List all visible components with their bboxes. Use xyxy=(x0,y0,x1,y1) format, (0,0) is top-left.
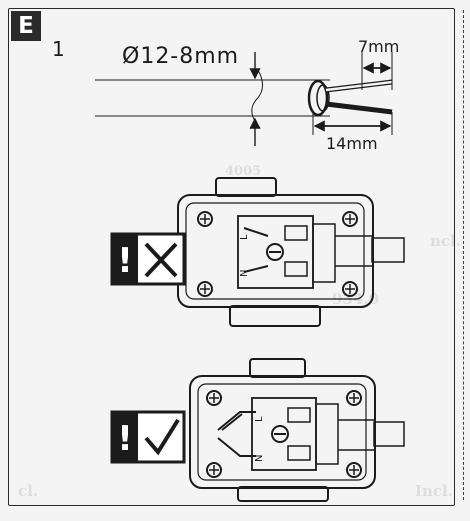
show-through-text: ncl. xyxy=(430,232,461,250)
terminal-label-n: N xyxy=(239,270,250,277)
show-through-text: 4005 xyxy=(225,164,262,179)
cross-mark-icon: ! xyxy=(110,232,186,286)
panel-frame xyxy=(8,8,455,506)
cable-diameter-label: Ø12-8mm xyxy=(122,44,240,69)
terminal-label-n: N xyxy=(254,455,265,462)
strip-length-long-label: 14mm xyxy=(326,134,378,153)
junction-box-wrong xyxy=(177,177,405,327)
junction-box-correct xyxy=(189,358,405,502)
svg-text:!: ! xyxy=(117,241,133,281)
terminal-label-l: L xyxy=(239,234,250,240)
step-number: 1 xyxy=(52,37,65,61)
cut-line xyxy=(463,10,464,500)
show-through-text: Incl. xyxy=(415,482,453,500)
terminal-label-l: L xyxy=(254,416,265,422)
show-through-text: cl. xyxy=(18,482,39,500)
strip-length-short-label: 7mm xyxy=(358,37,400,56)
section-badge: E xyxy=(11,11,41,41)
svg-text:!: ! xyxy=(117,419,133,459)
check-mark-icon: ! xyxy=(110,410,186,464)
cable-diagram xyxy=(95,52,393,146)
